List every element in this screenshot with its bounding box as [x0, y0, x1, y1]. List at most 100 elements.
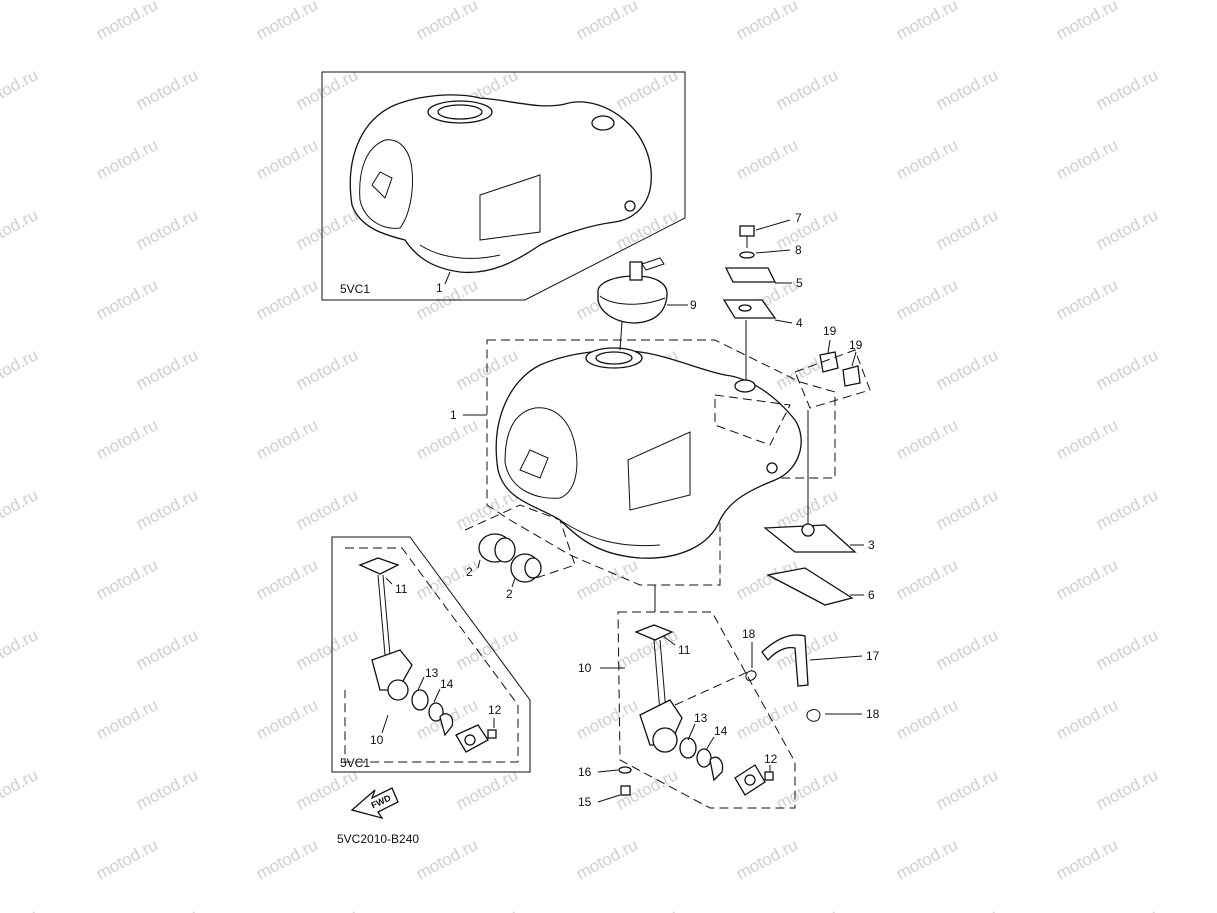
watermark-text: motod.ru [1213, 0, 1217, 44]
watermark-text: motod.ru [573, 0, 641, 44]
watermark-text: motod.ru [293, 485, 361, 533]
watermark-text: motod.ru [613, 905, 681, 913]
callout-11-main: 11 [678, 643, 691, 657]
watermark-text: motod.ru [1213, 135, 1217, 183]
watermark-text: motod.ru [293, 205, 361, 253]
callout-15: 15 [578, 795, 592, 809]
fuel-cap: 9 [597, 257, 697, 351]
callout-14-main: 14 [714, 724, 728, 738]
watermark-text: motod.ru [413, 275, 481, 323]
tank-inset-label: 5VC1 [340, 282, 370, 296]
watermark-text: motod.ru [93, 0, 161, 44]
callout-9: 9 [690, 298, 697, 312]
watermark-text: motod.ru [253, 275, 321, 323]
callout-5: 5 [796, 276, 803, 290]
watermark-text: motod.ru [413, 555, 481, 603]
watermark-text: motod.ru [1053, 135, 1121, 183]
bolt-7: 7 [739, 211, 802, 248]
watermark-text: motod.ru [133, 905, 201, 913]
watermark-text: motod.ru [1053, 275, 1121, 323]
watermark-text: motod.ru [253, 0, 321, 44]
callout-12-main: 12 [764, 752, 778, 766]
watermark-text: motod.ru [413, 415, 481, 463]
watermark-text: motod.ru [733, 835, 801, 883]
watermark-text: motod.ru [453, 625, 521, 673]
watermark-text: motod.ru [253, 695, 321, 743]
watermark-text: motod.ru [0, 625, 41, 673]
watermark-text: motod.ru [893, 835, 961, 883]
watermark-text: motod.ru [573, 835, 641, 883]
watermark-text: motod.ru [1213, 275, 1217, 323]
callout-10-inset: 10 [370, 733, 384, 747]
callout-18-b: 18 [866, 707, 880, 721]
callout-14-inset: 14 [440, 677, 454, 691]
callout-16: 16 [578, 765, 592, 779]
watermark-text: motod.ru [1053, 555, 1121, 603]
callout-12-inset: 12 [488, 703, 502, 717]
fuel-cock-assembly [617, 585, 796, 809]
label-19: 19 19 [794, 324, 871, 409]
watermark-text: motod.ru [1093, 765, 1161, 813]
tank-inset-panel: 5VC1 1 [321, 71, 686, 301]
watermark-text: motod.ru [1053, 835, 1121, 883]
cover-6: 6 [766, 567, 875, 606]
watermark-text: motod.ru [1213, 835, 1217, 883]
watermark-text: motod.ru [1093, 345, 1161, 393]
cock-inset-label: 5VC1 [340, 756, 370, 770]
callout-2-b: 2 [506, 587, 513, 601]
callout-8: 8 [795, 243, 802, 257]
watermark-text: motod.ru [93, 555, 161, 603]
watermark-text: motod.ru [293, 625, 361, 673]
callout-2-a: 2 [466, 565, 473, 579]
watermark-text: motod.ru [0, 765, 41, 813]
watermark-text: motod.ru [573, 695, 641, 743]
damper-4: 4 [722, 299, 803, 380]
watermark-text: motod.ru [413, 0, 481, 44]
watermark-text: motod.ru [0, 835, 1, 883]
watermark-text: motod.ru [93, 835, 161, 883]
watermark-text: motod.ru [0, 555, 1, 603]
washer-8: 8 [739, 243, 802, 259]
watermark-text: motod.ru [773, 765, 841, 813]
watermark-text: motod.ru [733, 695, 801, 743]
callout-13-main: 13 [694, 711, 708, 725]
watermark-text: motod.ru [893, 0, 961, 44]
hose-clip-18: 18 18 [742, 627, 880, 722]
watermark-text: motod.ru [1053, 695, 1121, 743]
callout-1-inset: 1 [436, 281, 443, 295]
plate-5: 5 [724, 267, 803, 290]
damper-2: 2 2 [466, 533, 542, 601]
watermark-text: motod.ru [773, 65, 841, 113]
watermark-text: motod.ru [0, 345, 41, 393]
inset-fuel-cock [358, 557, 497, 753]
watermark-text: motod.ru [133, 485, 201, 533]
watermark-text: motod.ru [253, 555, 321, 603]
watermark-text: motod.ru [293, 345, 361, 393]
bracket-3: 3 [763, 410, 875, 553]
watermark-text: motod.ru [773, 205, 841, 253]
watermark-text: motod.ru [1093, 485, 1161, 533]
watermark-text: motod.ru [0, 415, 1, 463]
watermark-text: motod.ru [133, 345, 201, 393]
watermark-text: motod.ru [93, 275, 161, 323]
watermark-text: motod.ru [253, 135, 321, 183]
watermark-text: motod.ru [1093, 65, 1161, 113]
watermark-text: motod.ru [893, 415, 961, 463]
watermark-text: motod.ru [0, 485, 41, 533]
watermark-text: motod.ru [1213, 415, 1217, 463]
watermark-text: motod.ru [293, 905, 361, 913]
watermark-text: motod.ru [1213, 695, 1217, 743]
watermark-text: motod.ru [893, 135, 961, 183]
callout-11-inset: 11 [395, 582, 408, 596]
watermark-text: motod.ru [933, 65, 1001, 113]
watermark-text: motod.ru [893, 275, 961, 323]
watermark-text: motod.ru [933, 765, 1001, 813]
fuel-hose-17: 17 [761, 634, 880, 687]
watermark-text: motod.ru [0, 65, 41, 113]
fwd-arrow-icon: FWD [350, 787, 399, 820]
callout-17: 17 [866, 649, 880, 663]
callout-3: 3 [868, 538, 875, 552]
watermark-text: motod.ru [0, 205, 41, 253]
watermark-text: motod.ru [0, 695, 1, 743]
callout-10-main: 10 [578, 661, 592, 675]
